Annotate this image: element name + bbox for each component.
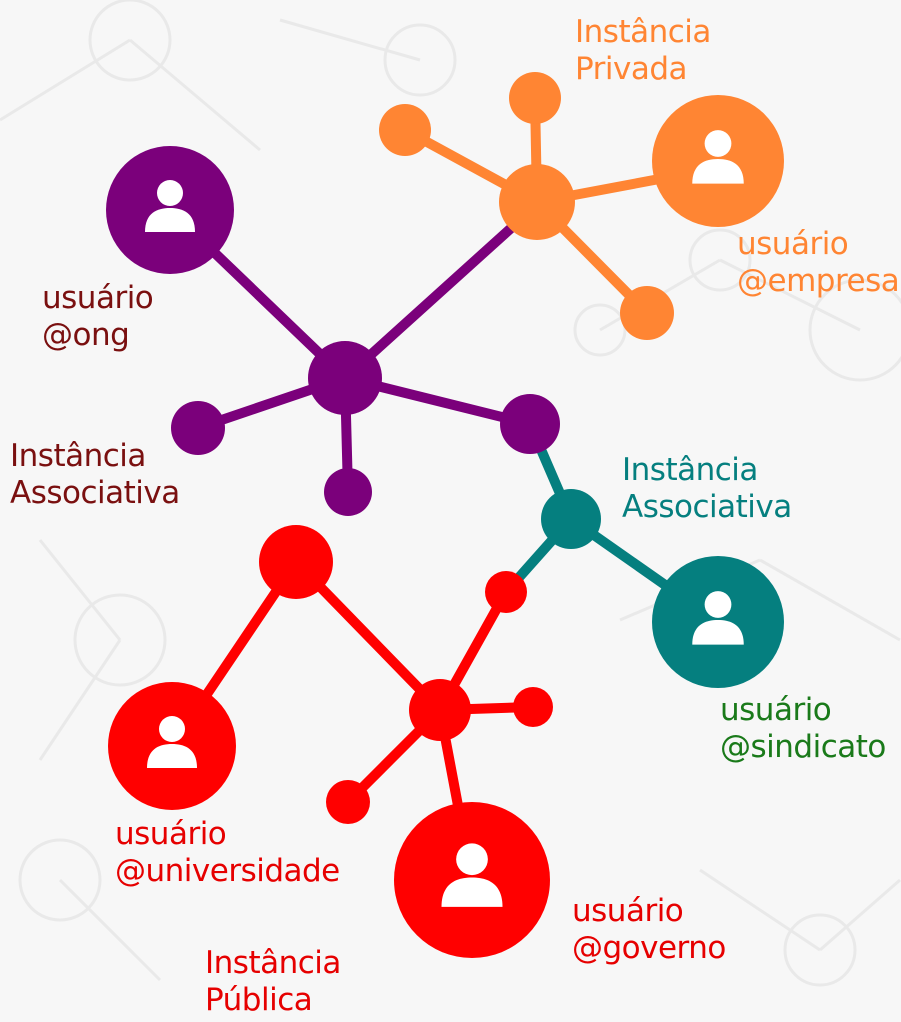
hub-associativa-right — [541, 489, 601, 549]
user-icon — [441, 843, 503, 907]
nodes-orange — [379, 72, 784, 340]
hub-associativa-left — [308, 341, 382, 415]
leaf-node — [620, 286, 674, 340]
label-usuario-sindicato: usuário @sindicato — [720, 692, 886, 765]
leaf-node — [509, 72, 561, 124]
user-icon — [692, 591, 744, 645]
label-instancia-privada: Instância Privada — [575, 14, 711, 87]
label-instancia-associativa-right: Instância Associativa — [622, 452, 792, 525]
label-usuario-ong: usuário @ong — [42, 280, 154, 353]
leaf-node — [513, 687, 553, 727]
hub-publica — [409, 679, 471, 741]
label-usuario-universidade: usuário @universidade — [115, 816, 340, 889]
leaf-node — [259, 525, 333, 599]
leaf-node — [485, 571, 527, 613]
user-icon — [692, 130, 744, 184]
hub-privada — [499, 164, 575, 240]
background-network — [0, 0, 901, 987]
user-icon — [147, 716, 197, 768]
label-usuario-empresa: usuário @empresa — [737, 226, 900, 299]
label-usuario-governo: usuário @governo — [572, 893, 726, 966]
user-icon — [145, 180, 195, 232]
label-instancia-associativa-left: Instância Associativa — [10, 438, 180, 511]
leaf-node — [379, 104, 431, 156]
leaf-node — [500, 394, 560, 454]
label-instancia-publica: Instância Pública — [205, 945, 341, 1018]
leaf-node — [324, 468, 372, 516]
leaf-node — [171, 401, 225, 455]
leaf-node — [326, 780, 370, 824]
